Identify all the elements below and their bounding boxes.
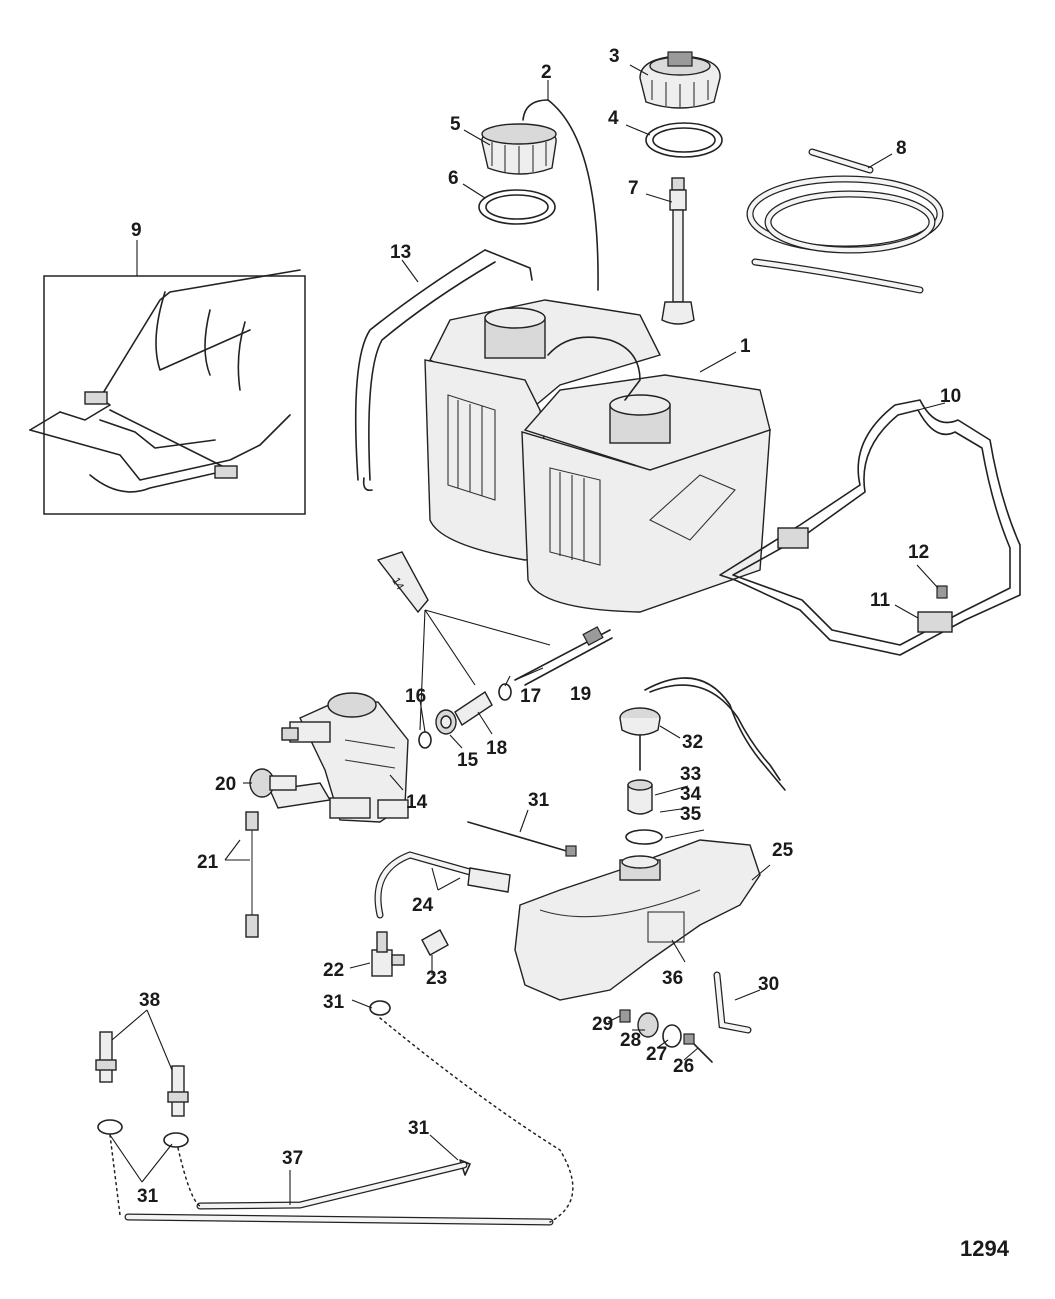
- callout-25: 25: [772, 840, 794, 861]
- part-9-inset: [29, 269, 306, 515]
- part-33-bushing: [627, 779, 653, 815]
- callout-18: 18: [486, 738, 507, 759]
- part-35-gasket: [625, 829, 663, 845]
- callout-6: 6: [448, 168, 459, 189]
- part-28-grommet: [637, 1012, 659, 1038]
- callout-13: 13: [390, 242, 411, 263]
- part-16-oring: [418, 731, 432, 749]
- part-5-cap: [481, 123, 557, 175]
- part-32-sender: [619, 677, 786, 791]
- callout-32: 32: [682, 732, 703, 753]
- callout-34: 34: [680, 784, 702, 805]
- part-18-sleeve: [454, 690, 493, 727]
- part-8-hose-coil: [746, 148, 944, 294]
- part-11-clamp-a: [777, 527, 809, 549]
- part-26-screw: [683, 1033, 713, 1063]
- callout-11: 11: [870, 590, 891, 611]
- callout-12: 12: [908, 542, 929, 563]
- callout-31-pin: 31: [528, 790, 550, 811]
- callout-10: 10: [940, 386, 961, 407]
- callout-20: 20: [215, 774, 236, 795]
- callout-16: 16: [405, 686, 426, 707]
- callout-28: 28: [620, 1030, 641, 1051]
- part-31-pin: [467, 821, 577, 857]
- part-17-oring: [498, 683, 512, 701]
- callout-8: 8: [896, 138, 907, 159]
- callout-31-hose-end: 31: [408, 1118, 430, 1139]
- part-36-decal: [647, 911, 685, 943]
- part-12-screw: [936, 585, 948, 599]
- part-3-vented-cap: [639, 51, 721, 109]
- decal-tube: 14: [376, 551, 551, 731]
- callout-4: 4: [608, 108, 619, 129]
- callout-3: 3: [609, 46, 620, 67]
- part-25-oil-tank: [514, 839, 761, 1001]
- part-13-strap: [354, 249, 533, 492]
- callout-2: 2: [541, 62, 552, 83]
- callout-26: 26: [673, 1056, 694, 1077]
- callout-1: 1: [740, 336, 751, 357]
- callout-15: 15: [457, 750, 479, 771]
- part-37-hose: [109, 1017, 574, 1226]
- callout-35: 35: [680, 804, 702, 825]
- part-24-hose: [374, 851, 511, 919]
- callout-24: 24: [412, 895, 434, 916]
- part-27-washer: [662, 1024, 682, 1048]
- callout-27: 27: [646, 1044, 667, 1065]
- part-38-fittings: [95, 1031, 189, 1117]
- callout-14: 14: [406, 792, 428, 813]
- figure-number: 1294: [960, 1236, 1010, 1261]
- part-21-clips: [245, 811, 259, 938]
- part-22-valve: [371, 931, 405, 977]
- callout-31-bottom: 31: [137, 1186, 159, 1207]
- part-6-gasket: [478, 189, 556, 225]
- callout-33: 33: [680, 764, 701, 785]
- part-14-pump: [268, 692, 409, 823]
- callout-36: 36: [662, 968, 683, 989]
- part-15-bushing: [435, 709, 457, 735]
- callout-labels: 1 2 3 4 5 6 7 8 9 10 11 12 13 14 15 16 1…: [131, 46, 1010, 1261]
- leader-lines: [109, 64, 946, 1205]
- callout-9: 9: [131, 220, 142, 241]
- part-29-plug: [619, 1009, 631, 1023]
- callout-19: 19: [570, 684, 591, 705]
- callout-23: 23: [426, 968, 447, 989]
- part-10-frame: [719, 399, 1021, 656]
- part-19-pin: [514, 626, 613, 686]
- callout-31-clamp: 31: [323, 992, 345, 1013]
- part-1-tank: [424, 299, 771, 613]
- callout-38: 38: [139, 990, 160, 1011]
- callout-22: 22: [323, 960, 344, 981]
- part-23-fitting: [421, 929, 449, 956]
- callout-29: 29: [592, 1014, 613, 1035]
- callout-37: 37: [282, 1148, 303, 1169]
- callout-5: 5: [450, 114, 461, 135]
- part-11-clamp-b: [917, 611, 953, 633]
- part-2-vent-line: [522, 99, 599, 291]
- callout-7: 7: [628, 178, 639, 199]
- part-7-pickup-tube: [661, 177, 695, 325]
- part-4-gasket: [645, 122, 723, 158]
- decal-text: 14: [389, 576, 406, 593]
- part-30-elbow: [713, 971, 752, 1034]
- callout-21: 21: [197, 852, 219, 873]
- callout-30: 30: [758, 974, 779, 995]
- callout-17: 17: [520, 686, 541, 707]
